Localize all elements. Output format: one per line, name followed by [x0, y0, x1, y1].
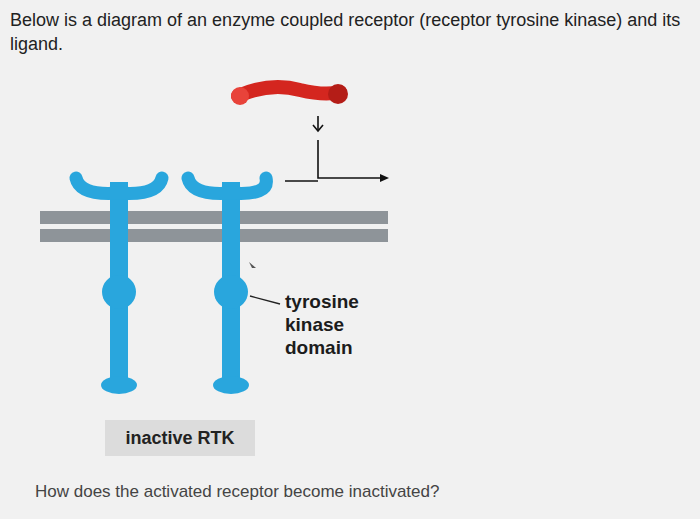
question-text: How does the activated receptor become i… [35, 481, 675, 503]
down-tick-head [313, 125, 323, 131]
box-text: inactive RTK [105, 427, 255, 449]
part-label: tyrosine kinase domain [285, 290, 380, 359]
receptor-foot [213, 376, 249, 394]
membrane-outer-layer [40, 211, 388, 224]
ligand [231, 84, 348, 105]
signal-baseline [285, 180, 318, 182]
receptor-right [188, 178, 266, 394]
ligand-end [231, 87, 249, 105]
ligand-end [328, 84, 348, 104]
kinase-bulge [214, 275, 248, 309]
cursor-mark [249, 262, 256, 268]
ligand-body [238, 87, 340, 96]
signal-path [318, 140, 380, 178]
leader-line [250, 296, 280, 304]
receptor-left [76, 178, 162, 394]
membrane-inner-layer [40, 229, 388, 242]
receptor-foot [101, 376, 137, 394]
state-label-box: inactive RTK [105, 420, 255, 456]
arrowhead [380, 174, 389, 182]
signal-arrows [285, 116, 380, 181]
down-tick [317, 116, 319, 130]
question-heading: Below is a diagram of an enzyme coupled … [10, 8, 696, 56]
receptor-binding-arms [188, 178, 266, 193]
receptor-binding-arms [76, 178, 162, 193]
kinase-bulge [102, 275, 136, 309]
